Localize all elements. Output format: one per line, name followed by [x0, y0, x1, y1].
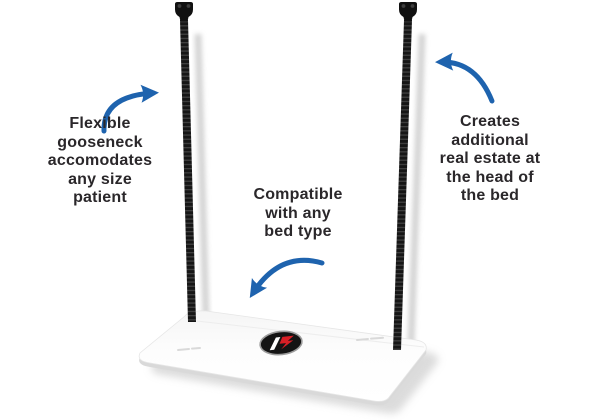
curved-arrow-left	[101, 84, 159, 134]
curved-arrow-center	[249, 257, 325, 299]
callout-line: Compatible	[253, 186, 343, 203]
callout-line: gooseneck	[57, 133, 143, 151]
callout-line: any size	[68, 170, 132, 188]
board-print-right	[356, 336, 384, 341]
annotation-arrows	[101, 52, 495, 299]
callout-line: bed type	[264, 223, 332, 240]
brand-logo	[259, 330, 303, 356]
left-gooseneck	[175, 2, 196, 322]
pole-shadows	[194, 33, 426, 345]
logo-white-slash	[269, 337, 281, 351]
callout-line: with any	[265, 204, 331, 222]
callout-line: additional	[451, 131, 529, 149]
curved-arrow-right	[435, 52, 495, 104]
base-board	[138, 310, 427, 406]
callout-line: accomodates	[47, 152, 153, 169]
callout-line: patient	[73, 189, 127, 206]
callout-line: Flexible	[69, 115, 131, 132]
callout-line: the head of	[446, 168, 534, 186]
callout-line: Creates	[459, 113, 521, 130]
board-print-left	[177, 347, 201, 351]
callout-flexible-gooseneck: Flexible gooseneck accomodates any size …	[8, 115, 192, 208]
logo-red-bolt	[279, 335, 294, 350]
right-gooseneck	[393, 2, 417, 350]
callout-line: the bed	[460, 187, 520, 204]
callout-line: real estate at	[439, 150, 541, 167]
callout-real-estate: Creates additional real estate at the he…	[416, 113, 564, 206]
callout-bed-compatibility: Compatible with any bed type	[226, 186, 370, 242]
